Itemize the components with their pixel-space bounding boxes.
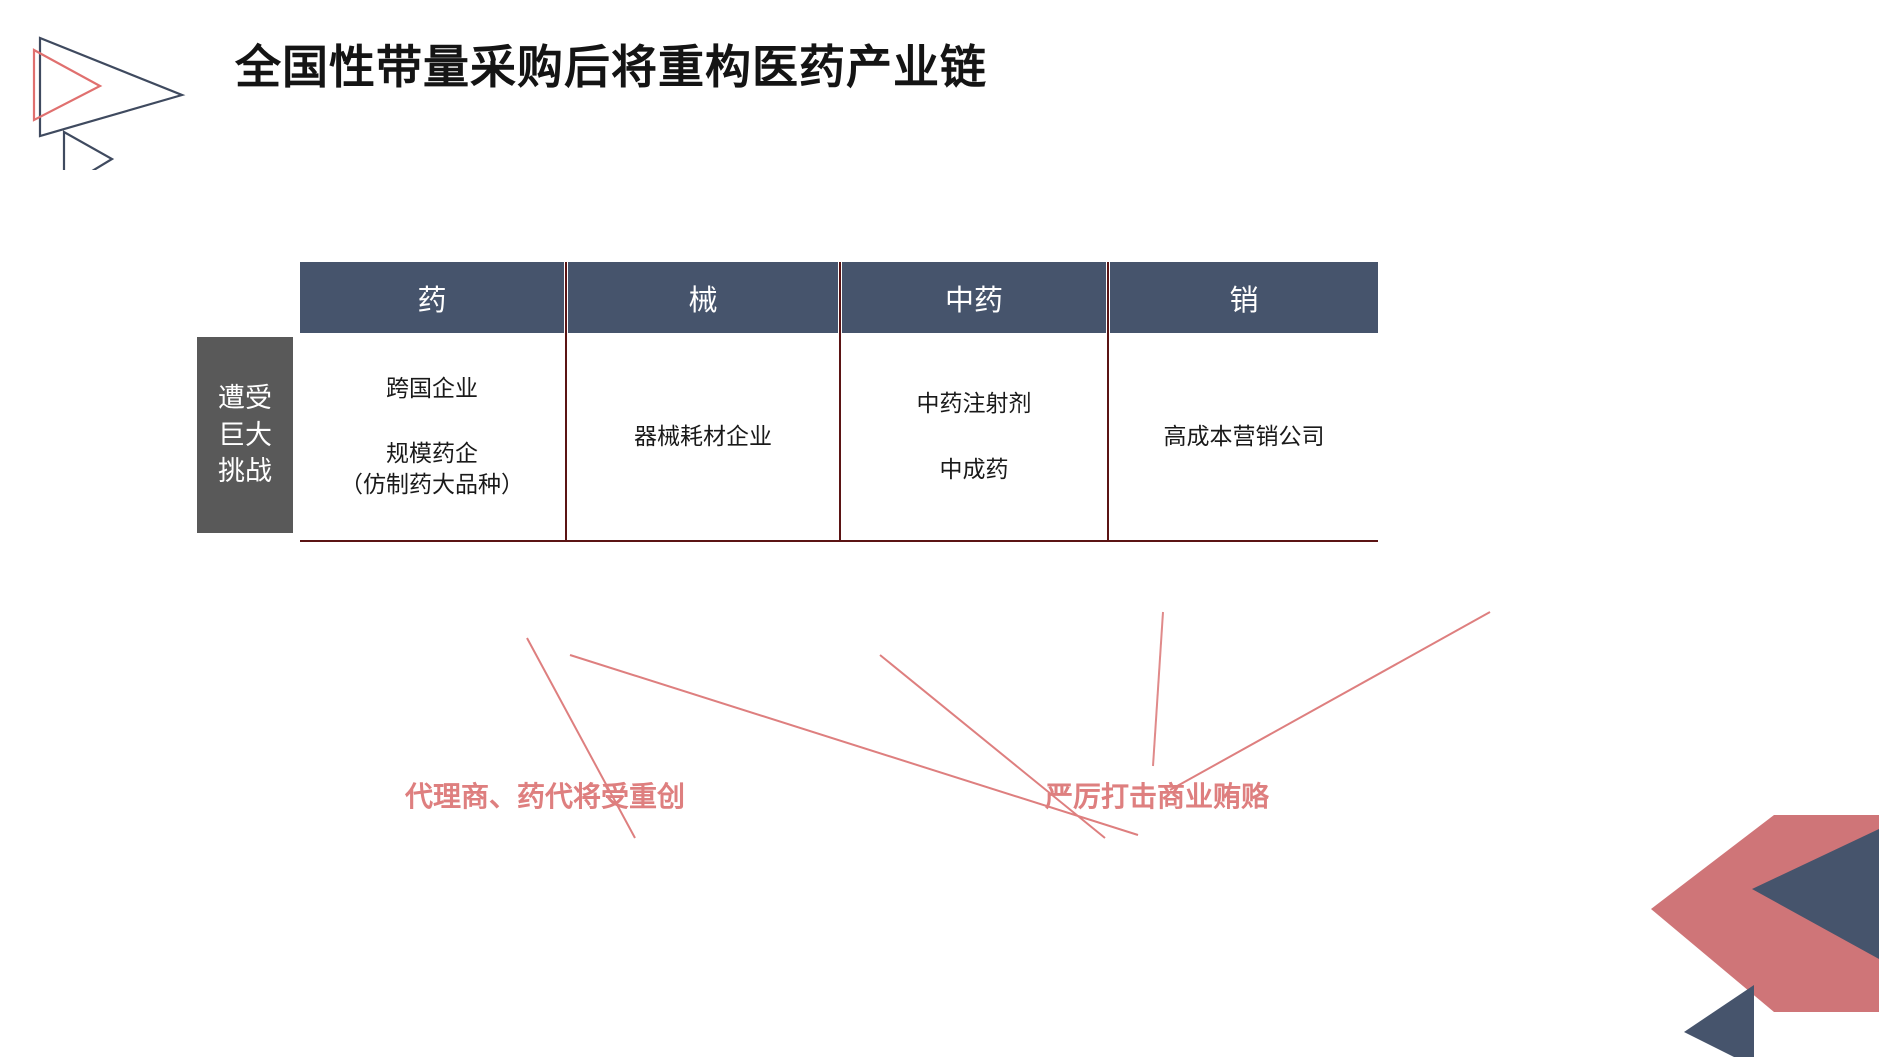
column-body-line: （仿制药大品种） bbox=[340, 471, 524, 498]
column-header-tcm: 中药 bbox=[842, 262, 1106, 333]
column-body-sales: 高成本营销公司 bbox=[1110, 333, 1378, 540]
decorative-triangles bbox=[1539, 767, 1879, 1057]
column-header-drug: 药 bbox=[300, 262, 564, 333]
chain-column-tcm: 中药 中药注射剂 中成药 bbox=[842, 262, 1106, 540]
column-body-line: 跨国企业 bbox=[386, 374, 478, 401]
annotation-bribery: 严厉打击商业贿赂 bbox=[1045, 781, 1270, 812]
side-label-line-2: 巨大 bbox=[218, 419, 272, 450]
column-body-line: 规模药企 bbox=[386, 439, 478, 466]
chain-baseline bbox=[300, 540, 1378, 542]
page-title: 全国性带量采购后将重构医药产业链 bbox=[235, 41, 987, 93]
side-label-challenge: 遭受 巨大 挑战 bbox=[197, 337, 293, 533]
column-divider-1 bbox=[565, 262, 567, 540]
chain-column-drug: 药 跨国企业 规模药企 （仿制药大品种） bbox=[300, 262, 564, 540]
column-body-tcm: 中药注射剂 中成药 bbox=[842, 333, 1106, 540]
side-label-line-1: 遭受 bbox=[218, 383, 272, 414]
column-body-line: 器械耗材企业 bbox=[634, 422, 772, 449]
column-body-drug: 跨国企业 规模药企 （仿制药大品种） bbox=[300, 333, 564, 540]
side-label-line-3: 挑战 bbox=[218, 456, 272, 487]
chain-column-sales: 销 高成本营销公司 bbox=[1110, 262, 1378, 540]
column-body-line: 中成药 bbox=[939, 455, 1009, 482]
chain-column-device: 械 器械耗材企业 bbox=[568, 262, 838, 540]
column-body-line: 中药注射剂 bbox=[916, 390, 1032, 417]
column-body-line: 高成本营销公司 bbox=[1163, 422, 1325, 449]
column-header-sales: 销 bbox=[1110, 262, 1378, 333]
column-divider-2 bbox=[839, 262, 841, 540]
annotation-agents: 代理商、药代将受重创 bbox=[405, 781, 686, 812]
column-divider-3 bbox=[1107, 262, 1109, 540]
column-body-device: 器械耗材企业 bbox=[568, 333, 838, 540]
column-header-device: 械 bbox=[568, 262, 838, 333]
